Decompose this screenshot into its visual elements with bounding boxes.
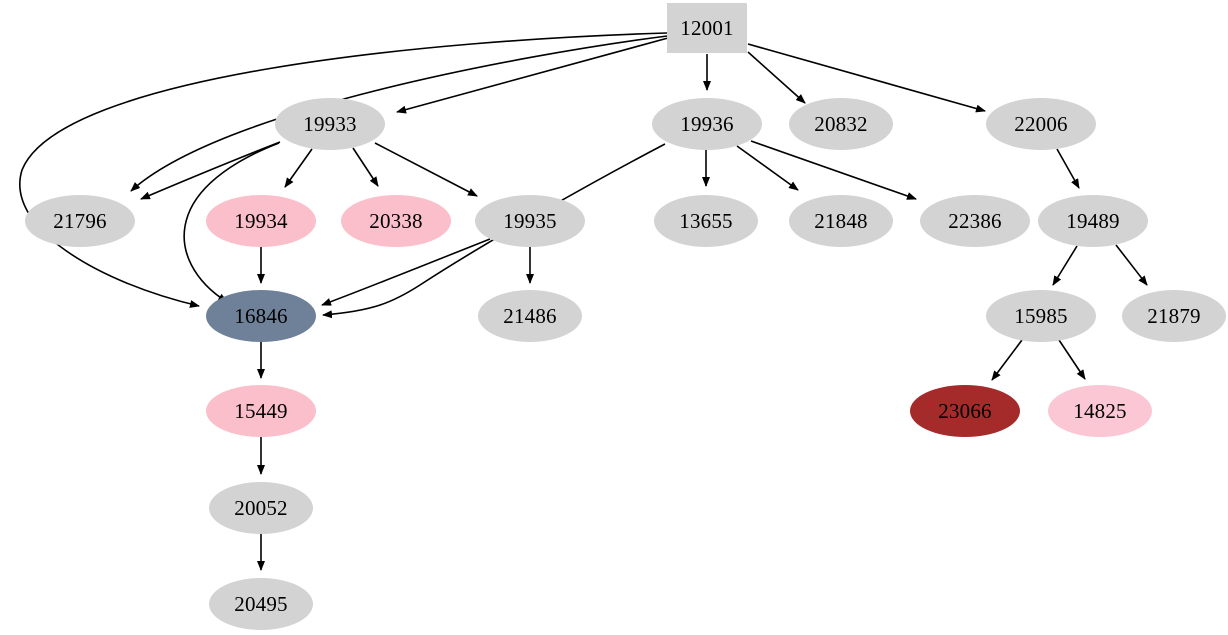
graph-node-14825[interactable]: 14825 xyxy=(1048,385,1152,437)
graph-node-16846[interactable]: 16846 xyxy=(206,290,316,342)
graph-node-label: 16846 xyxy=(234,303,288,328)
graph-node-20338[interactable]: 20338 xyxy=(341,195,451,247)
graph-node-label: 14825 xyxy=(1073,398,1127,423)
graph-node-label: 19489 xyxy=(1066,208,1120,233)
graph-node-20052[interactable]: 20052 xyxy=(209,482,313,534)
graph-node-12001[interactable]: 12001 xyxy=(667,3,747,53)
graph-node-21879[interactable]: 21879 xyxy=(1122,290,1226,342)
graph-node-label: 21796 xyxy=(53,208,107,233)
graph-edge-19933-16846 xyxy=(183,142,280,303)
graph-node-19489[interactable]: 19489 xyxy=(1038,195,1148,247)
graph-node-label: 15449 xyxy=(234,398,288,423)
graph-node-label: 20052 xyxy=(234,495,288,520)
graph-node-label: 13655 xyxy=(679,208,733,233)
graph-node-19933[interactable]: 19933 xyxy=(275,98,385,150)
graph-node-label: 21486 xyxy=(503,303,557,328)
graph-node-label: 19933 xyxy=(303,111,357,136)
graph-node-label: 20495 xyxy=(234,591,288,616)
graph-node-label: 12001 xyxy=(680,15,734,40)
graph-node-20832[interactable]: 20832 xyxy=(789,98,893,150)
graph-edge-12001-16846 xyxy=(19,32,668,308)
graph-node-label: 19935 xyxy=(503,208,557,233)
graph-edge-19933-19935 xyxy=(374,142,478,197)
graph-node-label: 22386 xyxy=(948,208,1002,233)
graph-node-22006[interactable]: 22006 xyxy=(986,98,1096,150)
graph-node-22386[interactable]: 22386 xyxy=(920,195,1030,247)
graph-node-15449[interactable]: 15449 xyxy=(206,385,316,437)
graph-edge-12001-19933 xyxy=(396,37,669,114)
graph-edges xyxy=(19,32,1148,571)
graph-edge-19933-21796 xyxy=(140,141,281,200)
graph-node-label: 23066 xyxy=(938,398,992,423)
graph-edge-19935-16846 xyxy=(321,238,491,306)
graph-node-label: 19936 xyxy=(680,111,734,136)
graph-edge-15985-14825 xyxy=(1058,339,1086,380)
graph-node-label: 22006 xyxy=(1014,111,1068,136)
graph-node-19934[interactable]: 19934 xyxy=(206,195,316,247)
graph-edge-19933-19934 xyxy=(284,148,313,188)
graph-node-label: 19934 xyxy=(234,208,288,233)
graph-node-21848[interactable]: 21848 xyxy=(789,195,893,247)
graph-edge-19936-16846 xyxy=(322,143,666,319)
graph-node-label: 21848 xyxy=(814,208,868,233)
graph-node-label: 20338 xyxy=(369,208,423,233)
graph-edge-19933-20338 xyxy=(352,147,379,187)
graph-node-21796[interactable]: 21796 xyxy=(25,195,135,247)
graph-edge-15985-23066 xyxy=(991,339,1023,381)
graph-edge-22006-19489 xyxy=(1056,148,1080,189)
graph-node-23066[interactable]: 23066 xyxy=(910,385,1020,437)
graph-edge-19489-15985 xyxy=(1052,245,1078,286)
graph-edge-19489-21879 xyxy=(1115,244,1148,286)
graph-node-label: 15985 xyxy=(1014,303,1068,328)
graph-node-15985[interactable]: 15985 xyxy=(986,290,1096,342)
graph-node-20495[interactable]: 20495 xyxy=(209,578,313,630)
graph-node-label: 21879 xyxy=(1147,303,1201,328)
graph-node-21486[interactable]: 21486 xyxy=(478,290,582,342)
graph-edge-12001-21796 xyxy=(130,35,668,192)
graph-node-19936[interactable]: 19936 xyxy=(652,98,762,150)
graph-edge-19936-22386 xyxy=(750,140,917,200)
graph-edge-12001-22006 xyxy=(747,43,986,113)
graph-edge-12001-20832 xyxy=(747,51,806,104)
graph-node-19935[interactable]: 19935 xyxy=(475,195,585,247)
graph-node-label: 20832 xyxy=(814,111,868,136)
graph-edge-19936-21848 xyxy=(736,145,799,191)
graph-node-13655[interactable]: 13655 xyxy=(654,195,758,247)
